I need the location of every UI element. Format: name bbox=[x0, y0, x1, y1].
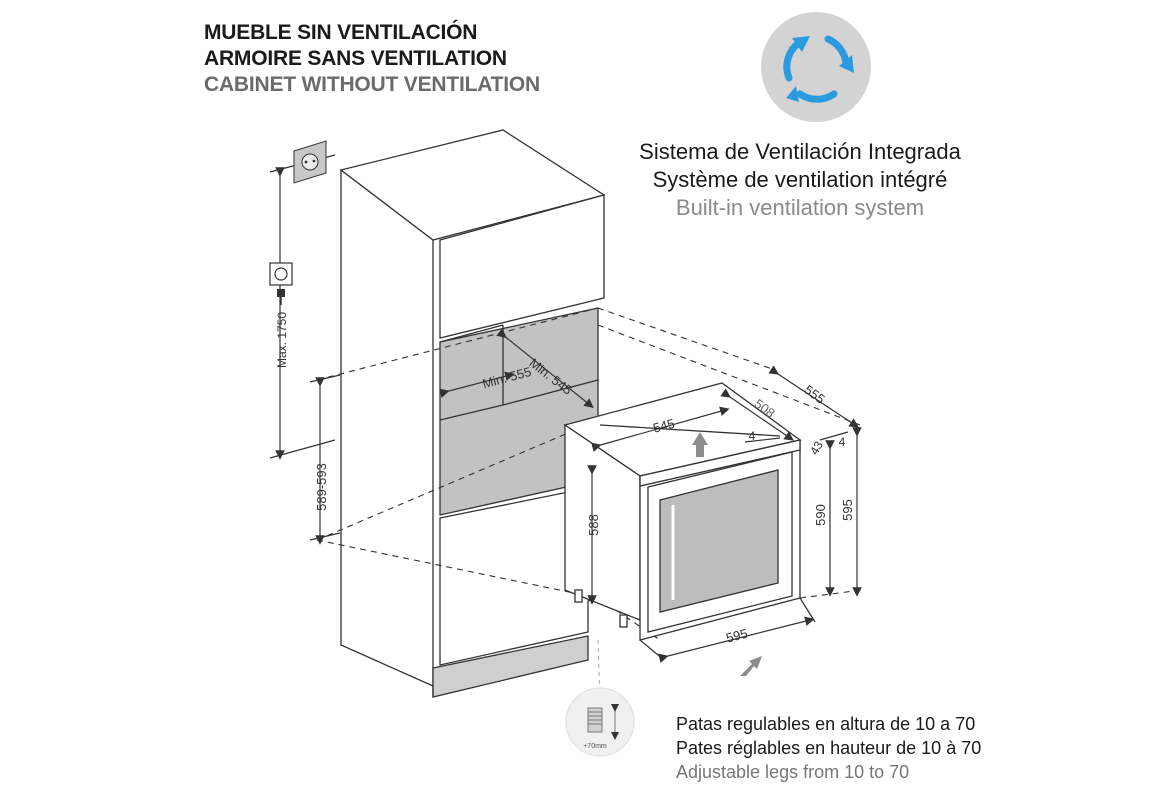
legs-en: Adjustable legs from 10 to 70 bbox=[676, 762, 910, 782]
heading-en: CABINET WITHOUT VENTILATION bbox=[204, 73, 541, 96]
heading-es: MUEBLE SIN VENTILACIÓN bbox=[204, 21, 478, 44]
ventilation-en: Built-in ventilation system bbox=[675, 195, 925, 220]
kitchen-cabinet bbox=[339, 129, 606, 698]
gap-4b-label: 4 bbox=[839, 435, 846, 449]
height-595-label: 595 bbox=[840, 499, 855, 521]
plug-icon bbox=[269, 262, 293, 305]
height-588-label: 588 bbox=[586, 514, 601, 536]
airflow-in-arrow bbox=[740, 656, 762, 676]
gap-4a-label: 4 bbox=[749, 429, 756, 443]
circular-arrows-icon bbox=[761, 12, 871, 122]
wall-socket-icon bbox=[293, 140, 327, 184]
legs-es: Patas regulables en altura de 10 a 70 bbox=[676, 714, 976, 734]
airflow-up-arrow bbox=[692, 432, 708, 457]
gap-43-label: 43 bbox=[807, 438, 826, 457]
height-590-label: 590 bbox=[813, 504, 828, 526]
depth-555-label: 555 bbox=[801, 382, 827, 407]
leg-icon-label: +70mm bbox=[583, 743, 607, 750]
ventilation-fr: Système de ventilation intégré bbox=[652, 167, 948, 192]
heading-fr: ARMOIRE SANS VENTILATION bbox=[204, 47, 507, 70]
ventilation-title: Sistema de Ventilación Integrada Système… bbox=[620, 138, 980, 222]
width-595-label: 595 bbox=[724, 626, 749, 646]
legs-fr: Pates réglables en hauteur de 10 à 70 bbox=[676, 738, 982, 758]
adjustable-leg-icon: +70mm bbox=[565, 639, 635, 757]
legs-note: Patas regulables en altura de 10 a 70 Pa… bbox=[676, 712, 981, 784]
appliance-dimensions bbox=[587, 365, 862, 663]
depth-545-label: 545 bbox=[651, 416, 676, 436]
max-height-label: Max. 1750 bbox=[275, 312, 289, 368]
niche-height-label: 589-593 bbox=[314, 463, 329, 511]
ventilation-es: Sistema de Ventilación Integrada bbox=[639, 139, 961, 164]
cabinet-heading: MUEBLE SIN VENTILACIÓN ARMOIRE SANS VENT… bbox=[204, 20, 540, 98]
